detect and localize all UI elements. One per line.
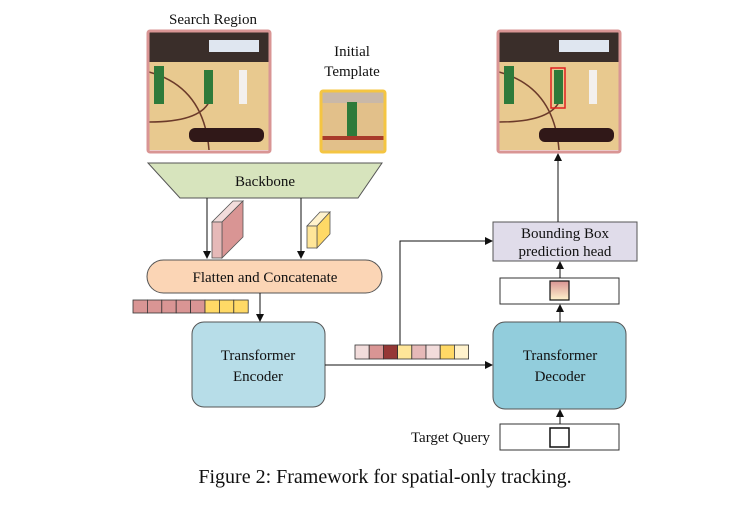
token-cell: [439, 344, 455, 360]
target-query-token: [549, 427, 570, 448]
search-region-label: Search Region: [169, 12, 257, 28]
token-cell: [453, 344, 469, 360]
token-cell: [175, 299, 191, 314]
token-cell: [233, 299, 249, 314]
token-cell: [382, 344, 398, 360]
search-feature-cube: [211, 200, 244, 259]
token-cell: [425, 344, 441, 360]
encoded-token-sequence: [354, 344, 469, 360]
token-cell: [146, 299, 163, 314]
predicted-bbox: [550, 67, 566, 109]
decoder-output-token: [549, 280, 570, 301]
token-cell: [161, 299, 177, 314]
decoder-label-1: Transformer: [523, 348, 597, 364]
tracking-result-image: [496, 29, 622, 154]
token-cell: [354, 344, 370, 360]
token-cell: [190, 299, 206, 314]
figure-caption: Figure 2: Framework for spatial-only tra…: [198, 466, 571, 488]
initial-template-label-2: Template: [324, 64, 380, 80]
token-cell: [204, 299, 220, 314]
transformer-decoder-block: [492, 321, 627, 410]
token-cell: [132, 299, 148, 314]
token-cell: [411, 344, 427, 360]
input-token-sequence: [132, 299, 249, 314]
decoder-label-2: Decoder: [535, 369, 586, 385]
encoder-to-head-arrow: [399, 237, 493, 345]
flatten-label: Flatten and Concatenate: [193, 270, 338, 286]
head-label-1: Bounding Box: [521, 226, 609, 242]
backbone-label: Backbone: [235, 174, 295, 190]
token-cell: [218, 299, 235, 314]
flatten-concatenate-block: [146, 259, 383, 294]
token-cell: [368, 344, 384, 360]
initial-template-image: [319, 89, 387, 154]
search-region-image: [146, 29, 272, 154]
encoder-label-1: Transformer: [221, 348, 295, 364]
template-feature-cube: [306, 210, 331, 250]
head-label-2: prediction head: [519, 244, 612, 260]
transformer-encoder-block: [191, 321, 326, 408]
token-cell: [397, 344, 413, 360]
bbox-prediction-head: [492, 221, 638, 262]
target-query-label: Target Query: [411, 430, 491, 446]
backbone-block: [146, 162, 383, 199]
initial-template-label-1: Initial: [334, 44, 370, 60]
encoder-label-2: Encoder: [233, 369, 283, 385]
